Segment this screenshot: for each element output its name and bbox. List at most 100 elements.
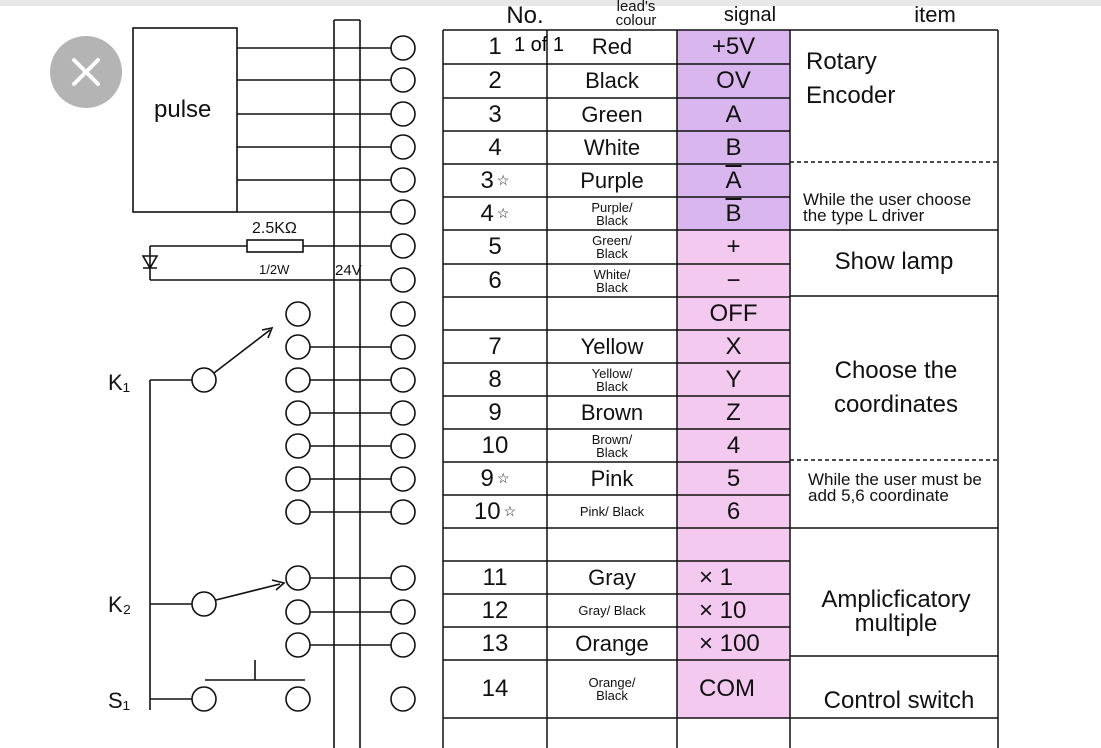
k1-arm <box>213 326 274 374</box>
signal-value: B <box>725 133 742 161</box>
resistor-label: 2.5KΩ <box>252 220 297 237</box>
terminal <box>390 334 416 360</box>
switch-contact <box>285 632 311 658</box>
header-signal: signal <box>723 4 777 26</box>
signal-value: A <box>725 166 742 194</box>
lead-number: 5 <box>488 233 502 260</box>
other-signal-bg <box>677 230 790 718</box>
lead-colour: Orange/ Black <box>588 675 636 703</box>
wiring <box>132 19 416 748</box>
terminal <box>390 35 416 61</box>
signal-value: 6 <box>726 497 741 525</box>
k1-common-wire <box>149 379 192 710</box>
lead-colour: Pink/ Black <box>579 504 645 519</box>
item-amplificatory: Amplicficatory multiple <box>821 586 971 637</box>
switch-contact <box>285 466 311 492</box>
signal-value: X <box>725 332 742 360</box>
resistor <box>246 239 304 253</box>
k1-label: K₁ <box>108 370 131 395</box>
lead-colour: Pink <box>590 465 634 491</box>
k2-arm <box>150 579 286 605</box>
terminal <box>390 134 416 160</box>
star-mark: ☆ <box>496 470 510 486</box>
switch-contact <box>285 433 311 459</box>
switch-contact <box>285 499 311 525</box>
terminal <box>390 433 416 459</box>
table-grid <box>442 29 999 748</box>
terminal <box>390 101 416 127</box>
k2-pivot <box>191 591 217 617</box>
lead-number: 1 <box>488 33 502 60</box>
terminal <box>390 632 416 658</box>
signal-value: × 1 <box>699 563 734 591</box>
lead-colour: White/ Black <box>593 266 631 295</box>
lead-colour: Brown <box>580 399 644 425</box>
switch-contact <box>285 599 311 625</box>
close-button[interactable] <box>50 36 122 108</box>
terminal <box>390 67 416 93</box>
item-type-l-note: While the user choose the type L driver <box>803 190 972 225</box>
lead-colour: Black <box>585 68 639 93</box>
s1-button <box>150 660 305 700</box>
terminal <box>390 367 416 393</box>
lead-colour: White <box>583 134 641 160</box>
signal-value: OFF <box>709 299 758 327</box>
lead-colour: Purple <box>580 167 644 193</box>
signal-value: 4 <box>726 431 741 459</box>
lead-number: 4☆ <box>480 199 510 227</box>
s1-contact <box>191 686 217 712</box>
lead-colour: Purple/ Black <box>591 199 633 228</box>
lead-number: 14 <box>481 675 509 702</box>
lead-colour: Red <box>591 34 633 59</box>
lead-colour: Yellow/ Black <box>591 365 633 394</box>
terminal <box>390 199 416 225</box>
viewer-top-bar <box>0 0 1101 6</box>
lead-number <box>443 528 547 561</box>
terminal <box>390 400 416 426</box>
switch-contact <box>285 565 311 591</box>
terminal <box>390 499 416 525</box>
lead-colour: Brown/ Black <box>591 431 633 460</box>
lead-number: 12 <box>481 596 509 624</box>
lead-number: 7 <box>488 332 502 360</box>
lead-number: 3 <box>488 100 502 128</box>
close-icon <box>72 58 100 86</box>
lead-number: 11 <box>482 563 508 591</box>
lead-number: 3☆ <box>480 166 510 194</box>
diode <box>141 246 159 280</box>
signal-value: Z <box>726 398 741 426</box>
lead-number: 10 <box>481 431 509 459</box>
signal-value: × 10 <box>699 596 747 624</box>
k1-pivot <box>191 367 217 393</box>
header-no: No. <box>506 2 544 29</box>
switch-contact <box>285 334 311 360</box>
header-colour: lead's colour <box>615 0 657 29</box>
signal-value: − <box>726 266 741 294</box>
power-label: 1/2W <box>259 262 290 277</box>
lead-colour: Yellow <box>580 333 644 359</box>
lead-number <box>443 297 547 330</box>
item-control-switch: Control switch <box>823 687 975 714</box>
lead-colour <box>547 528 677 561</box>
header-item: item <box>914 2 956 27</box>
lead-colour: Gray <box>588 564 636 590</box>
item-choose-coordinates: Choose the coordinates <box>833 357 959 418</box>
pulse-label: pulse <box>154 96 212 123</box>
terminal <box>390 599 416 625</box>
lead-colour: Gray/ Black <box>578 603 646 618</box>
s1-contact <box>285 686 311 712</box>
lead-number: 4 <box>488 133 502 161</box>
k2-label: K₂ <box>108 592 132 617</box>
lead-number: 13 <box>481 629 509 657</box>
lead-number: 2 <box>488 67 502 94</box>
lead-colour: Orange <box>575 630 649 656</box>
terminal <box>390 565 416 591</box>
terminal <box>390 301 416 327</box>
lead-number: 9☆ <box>480 464 510 492</box>
lead-colour <box>547 297 677 330</box>
terminal <box>390 466 416 492</box>
signal-value: A <box>725 100 742 128</box>
s1-label: S₁ <box>108 688 131 713</box>
signal-value: OV <box>716 67 751 94</box>
item-coord-note: While the user must be add 5,6 coordinat… <box>808 470 982 505</box>
